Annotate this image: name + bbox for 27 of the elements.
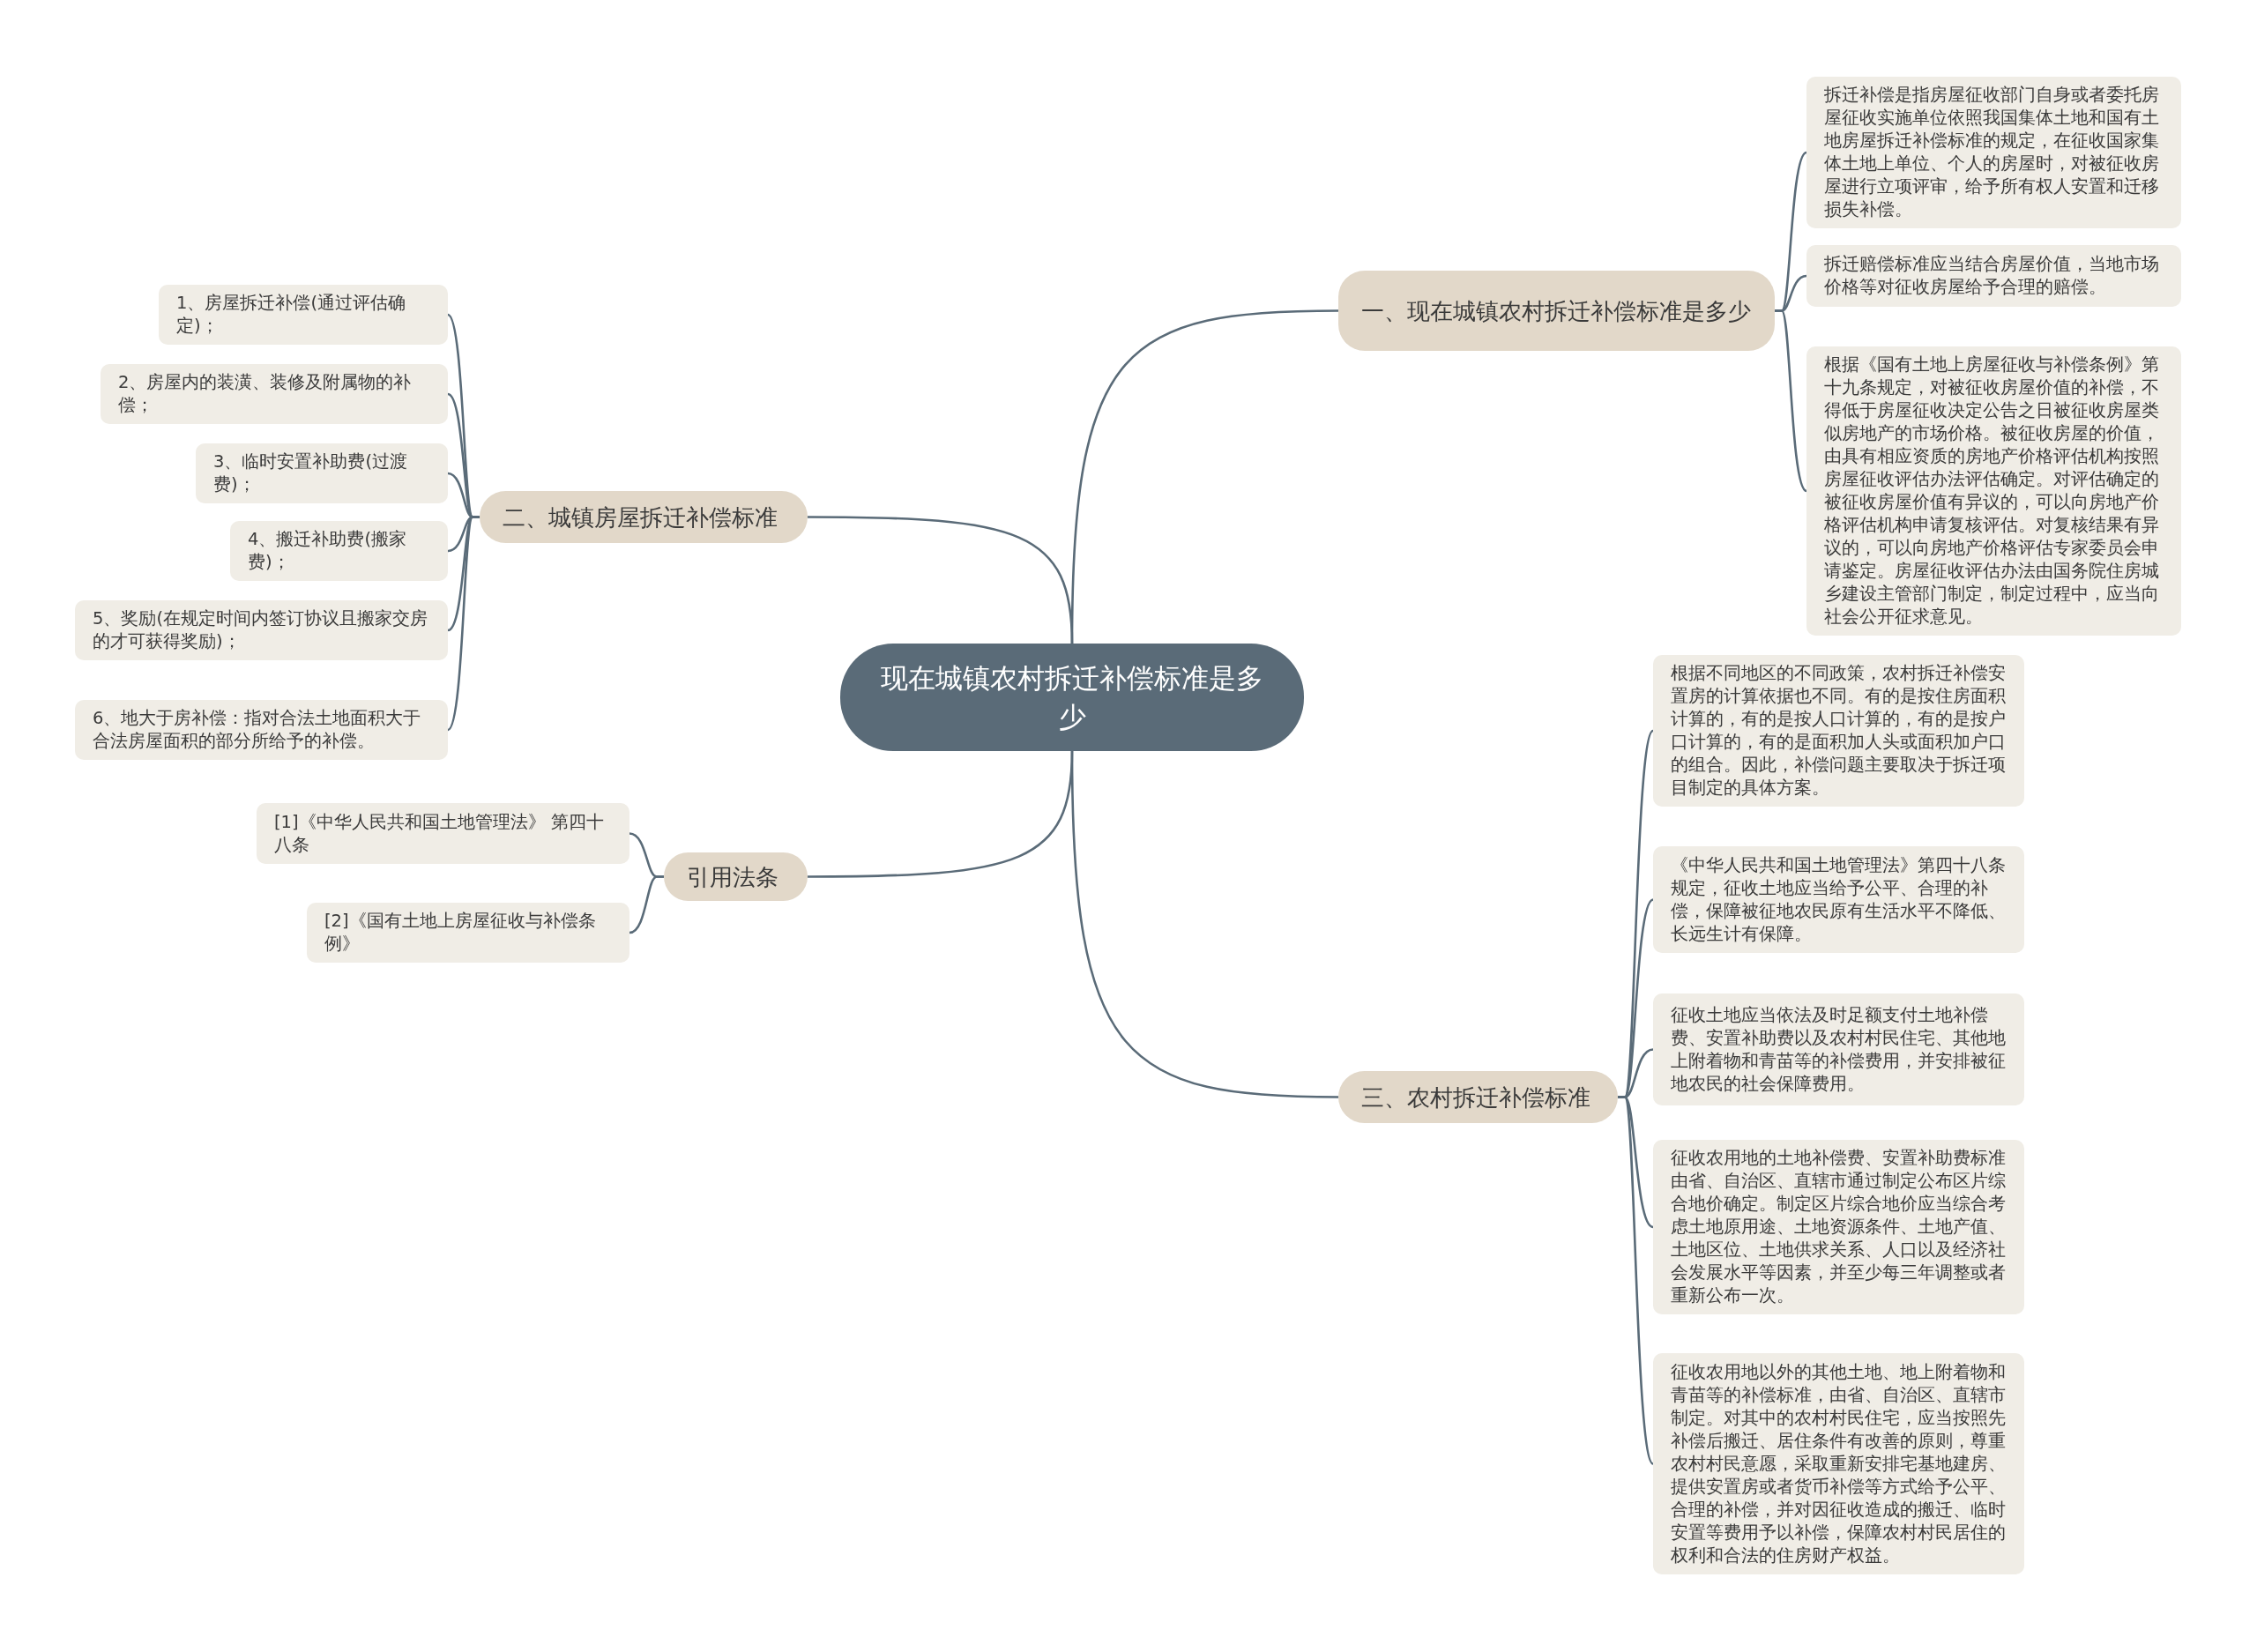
note-card: 1、房屋拆迁补偿(通过评估确定)； — [159, 285, 448, 345]
connector-line — [447, 516, 480, 731]
connector-line — [629, 875, 664, 934]
branch-topic: 引用法条 — [664, 852, 808, 901]
note-card: 拆迁赔偿标准应当结合房屋价值，当地市场价格等对征收房屋给予合理的赔偿。 — [1806, 245, 2181, 307]
note-card: [2]《国有土地上房屋征收与补偿条例》 — [307, 903, 629, 963]
note-card: 4、搬迁补助费(搬家费)； — [230, 521, 448, 581]
note-card: 拆迁补偿是指房屋征收部门自身或者委托房屋征收实施单位依照我国集体土地和国有土地房屋拆迁补偿标准的规定，在征收国家集体土地上单位、个人的房屋时，对被征收房屋进行立项评审，给予所有权人安置和迁移损失补偿。 — [1806, 77, 2181, 228]
note-card: 5、奖励(在规定时间内签订协议且搬家交房的才可获得奖励)； — [75, 600, 448, 660]
note-card: 3、临时安置补助费(过渡费)； — [196, 443, 448, 503]
central-topic: 现在城镇农村拆迁补偿标准是多少 — [840, 644, 1304, 751]
branch-topic: 三、农村拆迁补偿标准 — [1338, 1071, 1618, 1123]
note-card: 征收农用地以外的其他土地、地上附着物和青苗等的补偿标准，由省、自治区、直辖市制定。对其中的农村村民住宅，应当按照先补偿后搬迁、居住条件有改善的原则，尊重农村村民意愿，采取重新安排宅基地建房、提供安置房或者货币补偿等方式给予公平、合理的补偿，并对因征收造成的搬迁、临时安置等费用予以补偿，保障农村村民居住的权利和合法的住房财产权益。 — [1653, 1353, 2024, 1574]
connector-line — [1070, 750, 1339, 1098]
note-card: 2、房屋内的装潢、装修及附属物的补偿； — [101, 364, 448, 424]
note-card: [1]《中华人民共和国土地管理法》 第四十八条 — [257, 803, 629, 864]
note-card: 6、地大于房补偿：指对合法土地面积大于合法房屋面积的部分所给予的补偿。 — [75, 700, 448, 760]
branch-topic: 一、现在城镇农村拆迁补偿标准是多少 — [1338, 271, 1775, 351]
note-card: 《中华人民共和国土地管理法》第四十八条规定，征收土地应当给予公平、合理的补偿，保障被征地农民原有生活水平不降低、长远生计有保障。 — [1653, 846, 2024, 953]
note-card: 根据《国有土地上房屋征收与补偿条例》第十九条规定，对被征收房屋价值的补偿，不得低于房屋征收决定公告之日被征收房屋类似房地产的市场价格。被征收房屋的价值，由具有相应资质的房地产价格评估机构按照房屋征收评估办法评估确定。对评估确定的被征收房屋价值有异议的，可以向房地产价格评估机构申请复核评估。对复核结果有异议的，可以向房地产价格评估专家委员会申请鉴定。房屋征收评估办法由国务院住房城乡建设主管部门制定，制定过程中，应当向社会公开征求意见。 — [1806, 346, 2181, 636]
connector-line — [1775, 309, 1807, 492]
connector-line — [1618, 1096, 1655, 1465]
branch-topic: 二、城镇房屋拆迁补偿标准 — [480, 491, 808, 543]
note-card: 根据不同地区的不同政策，农村拆迁补偿安置房的计算依据也不同。有的是按住房面积计算的，有的是按人口计算的，有的是按户口计算的，有的是面积加人头或面积加户口的组合。因此，补偿问题主要取决于拆迁项目制定的具体方案。 — [1653, 655, 2024, 807]
note-card: 征收土地应当依法及时足额支付土地补偿费、安置补助费以及农村村民住宅、其他地上附着物和青苗等的补偿费用，并安排被征地农民的社会保障费用。 — [1653, 993, 2024, 1105]
note-card: 征收农用地的土地补偿费、安置补助费标准由省、自治区、直辖市通过制定公布区片综合地价确定。制定区片综合地价应当综合考虑土地原用途、土地资源条件、土地产值、土地区位、土地供求关系、人口以及经济社会发展水平等因素，并至少每三年调整或者重新公布一次。 — [1653, 1140, 2024, 1314]
connector-line — [808, 516, 1074, 644]
